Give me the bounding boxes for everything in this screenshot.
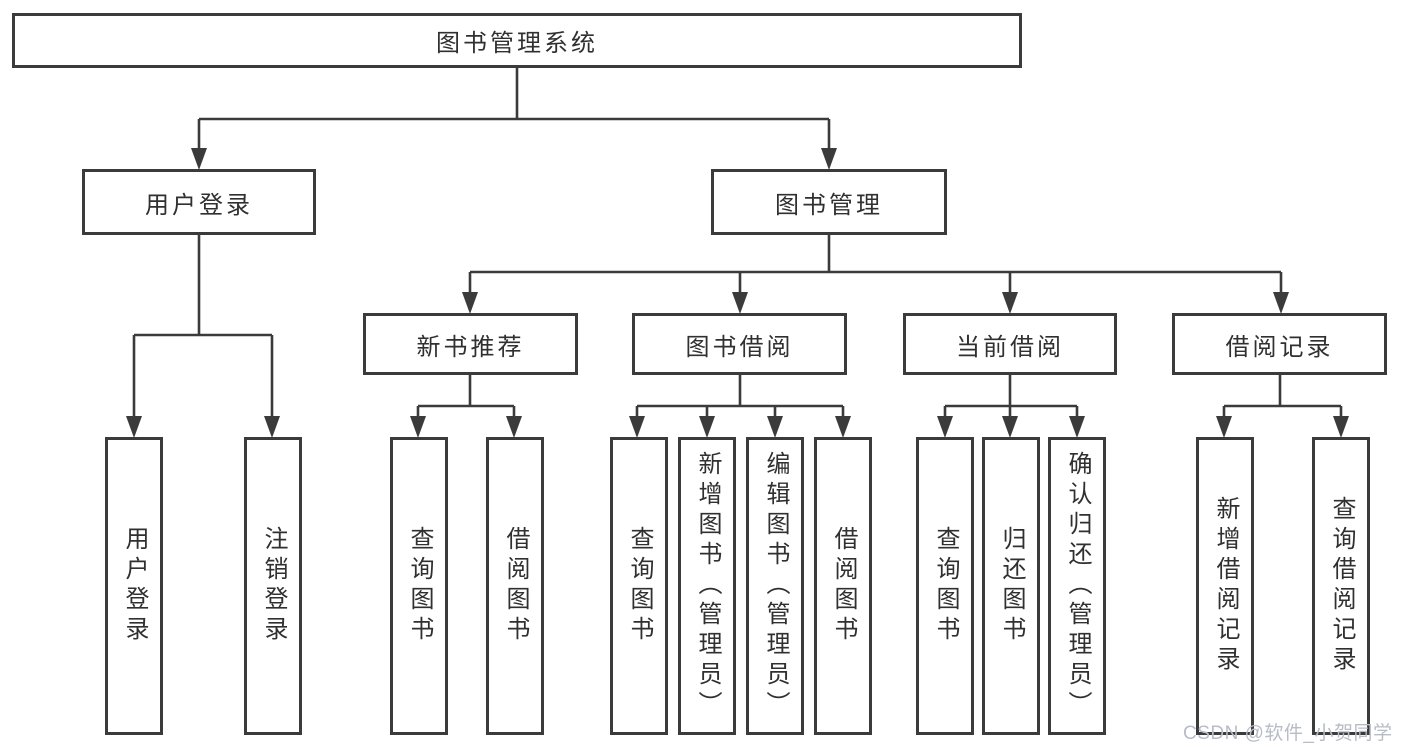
leaf-return-book-label: 归还图书 [998,526,1025,646]
leaf-edit-book-admin-label: 编辑图书（管理员） [762,451,789,721]
leaf-query-books-recommend: 查询图书 [390,437,448,735]
leaf-query-books-current: 查询图书 [916,437,974,735]
node-borrow-records: 借阅记录 [1172,313,1387,375]
leaf-add-book-admin: 新增图书（管理员） [678,437,736,735]
leaf-logout: 注销登录 [244,437,302,735]
connector-book-borrow-to-leaves [629,375,851,438]
leaf-confirm-return-admin-label: 确认归还（管理员） [1064,451,1091,721]
leaf-add-book-admin-label: 新增图书（管理员） [694,451,721,721]
connector-book-management-to-level2 [462,235,1289,314]
leaf-edit-book-admin: 编辑图书（管理员） [746,437,804,735]
csdn-watermark: CSDN @软件_小贺同学 [1183,723,1393,744]
leaf-borrow-books-label: 借阅图书 [830,526,857,646]
leaf-query-books-recommend-label: 查询图书 [406,526,433,646]
leaf-confirm-return-admin: 确认归还（管理员） [1048,437,1106,735]
leaf-add-borrow-record: 新增借阅记录 [1196,437,1254,735]
node-book-borrow: 图书借阅 [632,313,847,375]
leaf-query-books-current-label: 查询图书 [932,526,959,646]
connector-root-to-level1 [191,68,837,170]
node-new-book-recommend: 新书推荐 [363,313,578,375]
leaf-logout-label: 注销登录 [260,526,287,646]
leaf-user-login: 用户登录 [105,437,163,735]
node-user-login: 用户登录 [82,169,316,235]
leaf-borrow-books: 借阅图书 [814,437,872,735]
node-current-borrow: 当前借阅 [903,313,1117,375]
connector-borrow-records-to-leaves [1216,375,1349,438]
leaf-query-books-borrow-label: 查询图书 [626,526,653,646]
leaf-add-borrow-record-label: 新增借阅记录 [1212,496,1239,676]
leaf-query-borrow-record-label: 查询借阅记录 [1328,496,1355,676]
leaf-borrow-books-recommend-label: 借阅图书 [502,526,529,646]
connector-new-book-to-leaves [410,375,522,438]
leaf-user-login-label: 用户登录 [121,526,148,646]
connector-user-login-to-leaves [126,235,280,438]
node-book-management: 图书管理 [711,169,947,235]
leaf-query-borrow-record: 查询借阅记录 [1312,437,1370,735]
node-root: 图书管理系统 [12,13,1022,68]
connector-current-borrow-to-leaves [937,375,1085,438]
leaf-query-books-borrow: 查询图书 [610,437,668,735]
leaf-borrow-books-recommend: 借阅图书 [486,437,544,735]
leaf-return-book: 归还图书 [982,437,1040,735]
